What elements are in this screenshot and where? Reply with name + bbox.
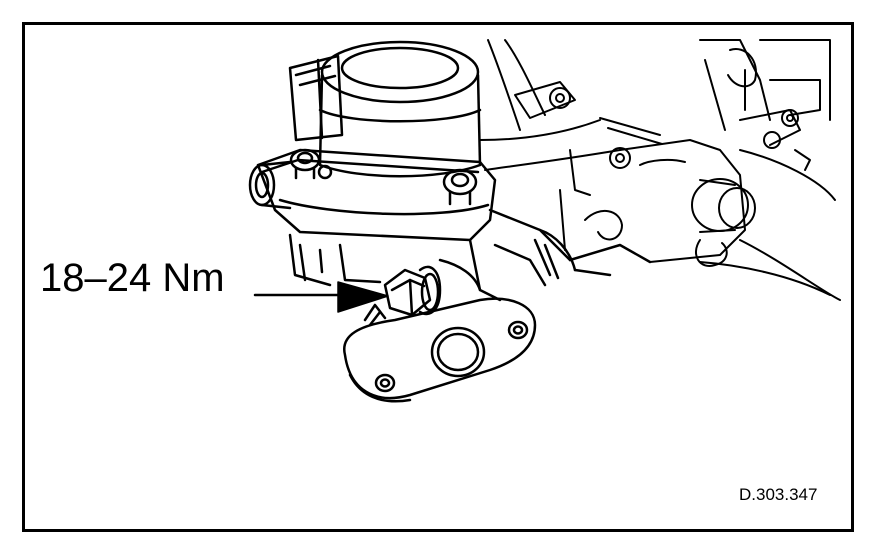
torque-callout-leader (253, 281, 389, 313)
gasket-flange (343, 297, 537, 403)
torque-spec-label: 18–24 Nm (40, 256, 225, 300)
figure-reference-code: D.303.347 (739, 485, 818, 504)
valve-body (248, 40, 652, 302)
mounting-bolt (383, 265, 442, 317)
engine-background (479, 39, 841, 301)
